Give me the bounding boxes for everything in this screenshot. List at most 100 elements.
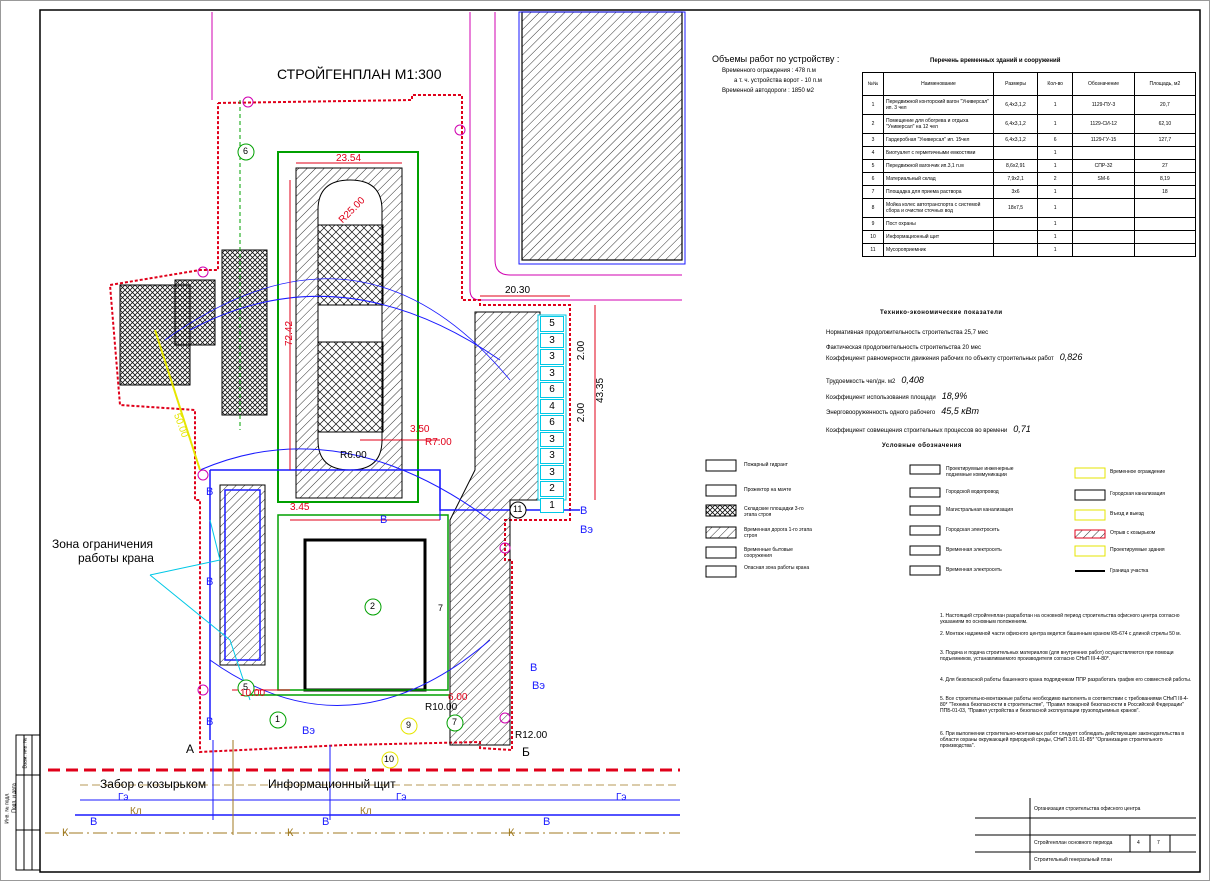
marker: 10 xyxy=(384,754,395,764)
stamp-project: Организация строительства офисного центр… xyxy=(1034,806,1141,812)
crane-zone-label: работы крана xyxy=(78,551,154,565)
schedule-cell xyxy=(1072,230,1135,244)
tep-label: Коэффициент совмещения строительных проц… xyxy=(826,428,1008,434)
schedule-cell: 1 xyxy=(1037,198,1074,218)
legend-item: Временная электросеть xyxy=(946,547,1002,553)
water-line-label: В xyxy=(380,514,388,526)
schedule-cell: 1129-ГУ-15 xyxy=(1072,133,1135,147)
schedule-cell: 1129-СИ-12 xyxy=(1072,114,1135,134)
sewer-line-label: К xyxy=(508,827,515,839)
schedule-cell: 27 xyxy=(1133,159,1197,173)
legend-item: Пожарный гидрант xyxy=(744,462,788,468)
schedule-cell: 2 xyxy=(1037,172,1074,186)
drawing-title: СТРОЙГЕНПЛАН М1:300 xyxy=(277,66,442,82)
sewer-line-label: К xyxy=(287,827,294,839)
marker: 5 xyxy=(243,682,249,692)
schedule-header: Обозначение xyxy=(1072,72,1135,96)
schedule-header: Размеры xyxy=(992,72,1039,96)
sewer-line-label: К xyxy=(62,827,69,839)
parking-slot: 3 xyxy=(540,464,564,480)
dim-label: 2.00 xyxy=(576,402,588,423)
tep-label: Коэффициент равномерности движения рабоч… xyxy=(826,356,1054,362)
legend-item: Магистральная канализация xyxy=(946,507,1013,513)
schedule-cell: 4 xyxy=(862,146,884,160)
parking-slot: 6 xyxy=(540,382,564,398)
side-stamp-label: Инв. № подл. xyxy=(4,792,11,824)
info-board-label: Информационный щит xyxy=(268,777,396,791)
legend-item: Опасная зона работы крана xyxy=(744,565,810,571)
marker: 7 xyxy=(452,717,458,727)
schedule-cell: 7 xyxy=(862,185,884,199)
tep-value: 45,5 кВт xyxy=(941,406,980,416)
schedule-title: Перечень временных зданий и сооружений xyxy=(930,58,1061,64)
legend-item: Городской водопровод xyxy=(946,489,999,495)
schedule-cell: Материальный склад xyxy=(883,172,994,186)
schedule-cell: 1 xyxy=(1037,230,1074,244)
schedule-cell: 1 xyxy=(1037,114,1074,134)
water-line-label: Вэ xyxy=(302,725,315,737)
schedule-cell: 11 xyxy=(862,243,884,257)
dim-label: 3.50 xyxy=(410,424,430,435)
water-line-label: В xyxy=(206,486,214,498)
schedule-cell: 3х6 xyxy=(992,185,1039,199)
volumes-title: Объемы работ по устройству : xyxy=(712,54,840,64)
note-item: 5. Все строительно-монтажные работы необ… xyxy=(940,696,1189,714)
legend-item: Городская канализация xyxy=(1110,491,1165,497)
tep-label: Коэффициент использования площади xyxy=(826,395,936,401)
schedule-cell: Гардеробная "Универсал" ип. 15чел xyxy=(883,133,994,147)
tep-item: Нормативная продолжительность строительс… xyxy=(826,326,994,336)
schedule-cell: 1129-ПУ-3 xyxy=(1072,95,1135,115)
dim-label: 6.00 xyxy=(448,692,468,703)
water-line-label: Вэ xyxy=(580,524,593,536)
schedule-header: Наименование xyxy=(883,72,994,96)
schedule-cell: Передвижной конторский вагон "Универсал"… xyxy=(883,95,994,115)
water-line-label: В xyxy=(580,505,588,517)
water-line-label: В xyxy=(543,816,551,828)
schedule-cell: 5 xyxy=(862,159,884,173)
legend-item: Прожектор на мачте xyxy=(744,487,792,493)
tep-value: 0,408 xyxy=(901,375,924,385)
water-line-label: В xyxy=(206,716,214,728)
schedule-cell: Мусороприемник xyxy=(883,243,994,257)
schedule-cell: Пост охраны xyxy=(883,217,994,231)
dim-label: 2.00 xyxy=(576,340,588,361)
schedule-cell: 8,6х2,91 xyxy=(992,159,1039,173)
stamp-sheet-no: 4 xyxy=(1137,840,1140,846)
tep-value: 18,9% xyxy=(941,391,968,401)
legend-item: Проектируемые инженерные подземные комму… xyxy=(946,466,1014,478)
parking-slot: 4 xyxy=(540,398,564,414)
schedule-table: №№ Наименование Размеры Кол-во Обозначен… xyxy=(862,72,1197,257)
radius-label: R10.00 xyxy=(425,702,458,713)
axis-label: А xyxy=(186,742,195,756)
schedule-cell: 1 xyxy=(1037,95,1074,115)
schedule-cell: Информационный щит xyxy=(883,230,994,244)
tep-item: Фактическая продолжительность строительс… xyxy=(826,341,987,351)
schedule-cell xyxy=(992,230,1039,244)
schedule-cell: 6,4х3,1,2 xyxy=(992,95,1039,115)
marker: 11 xyxy=(513,504,523,514)
tep-item: Коэффициент использования площади 18,9% xyxy=(826,391,967,401)
stamp-sheet-count: 7 xyxy=(1157,840,1160,846)
schedule-cell: 1 xyxy=(1037,217,1074,231)
dim-label: 43.35 xyxy=(595,377,607,404)
legend-item: Временная электросеть xyxy=(946,567,1002,573)
schedule-cell: 2 xyxy=(862,114,884,134)
schedule-header: №№ xyxy=(862,72,884,96)
schedule-cell: Помещение для обогрева и отдыха "Универс… xyxy=(883,114,994,134)
schedule-cell xyxy=(1072,146,1135,160)
stamp-drawing: Стройгенплан основного периода xyxy=(1034,840,1113,846)
legend-item: Временные бытовые сооружения xyxy=(744,547,793,559)
schedule-cell: 6 xyxy=(1037,133,1074,147)
marker: 7 xyxy=(438,603,444,613)
schedule-cell: 9 xyxy=(862,217,884,231)
marker: 6 xyxy=(243,146,249,156)
